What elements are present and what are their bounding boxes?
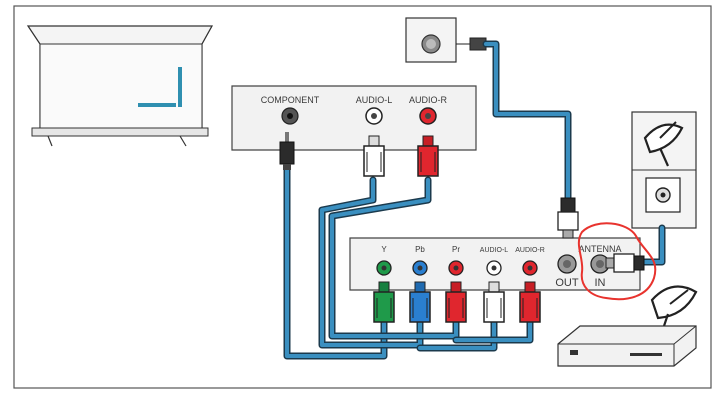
tv-audio-l-label: AUDIO-L [356,95,393,105]
satellite-dish-icon [643,121,684,167]
src-audio-r-label: AUDIO-R [515,247,545,254]
tv-audio-r-label: AUDIO-R [409,95,448,105]
antenna-in-label: IN [595,277,606,289]
y-label: Y [381,245,387,254]
src-audio-r-jack-icon [522,260,538,276]
set-top-box-illustration [557,285,698,367]
component-label: COMPONENT [261,95,320,105]
pb-plug-icon [409,281,431,323]
satellite-wall-unit [631,111,697,229]
antenna-label: ANTENNA [578,244,621,254]
component-plug-icon [279,132,295,170]
tv-audio-r-plug-icon [417,135,439,177]
pr-jack-icon [448,260,464,276]
tv-audio-l-plug-icon [363,135,385,177]
tv-illustration [26,25,214,147]
cables [283,40,666,360]
antenna-highlight-circle [577,222,657,301]
source-plugs [373,281,541,323]
tv-audio-r-jack-icon [419,107,437,125]
wall-socket-icon [405,17,487,63]
pr-label: Pr [452,245,460,254]
pb-label: Pb [415,245,425,254]
src-audio-l-plug-icon [483,281,505,323]
pr-plug-icon [445,281,467,323]
antenna-out-jack-icon [557,254,577,274]
y-plug-icon [373,281,395,323]
set-top-dish-icon [650,285,698,327]
antenna-in-jack-icon [590,254,610,274]
src-audio-l-label: AUDIO-L [480,247,509,254]
source-connector-panel: Y Pb Pr AUDIO-L AUDIO-R ANTENNA OUT IN [349,237,641,291]
antenna-out-plug-icon [557,197,579,239]
antenna-out-label: OUT [555,277,579,289]
tv-plugs [279,132,439,177]
tv-connector-panel: COMPONENT AUDIO-L AUDIO-R [231,85,477,151]
src-audio-r-plug-icon [519,281,541,323]
antenna-in-plug-icon [605,253,645,273]
src-audio-l-jack-icon [486,260,502,276]
pb-jack-icon [412,260,428,276]
tv-audio-l-jack-icon [365,107,383,125]
y-jack-icon [376,260,392,276]
tv-connector-indicator-icon [138,103,176,107]
component-jack-icon [281,107,299,125]
